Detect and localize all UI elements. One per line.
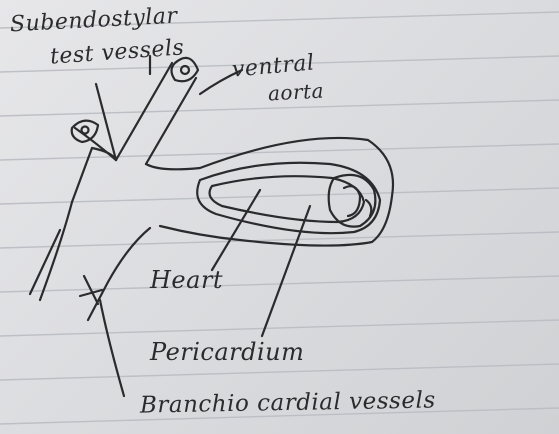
pericardium bbox=[197, 163, 380, 233]
leader-heart bbox=[212, 190, 260, 270]
branchio-vessel bbox=[88, 228, 150, 320]
subendostylar-vessel bbox=[116, 63, 196, 164]
label-branchio-cardial: Branchio cardial vessels bbox=[140, 389, 436, 417]
label-aorta: aorta bbox=[268, 81, 325, 104]
leader-pericardium bbox=[262, 206, 310, 336]
left-vessel bbox=[30, 128, 116, 294]
label-pericardium: Pericardium bbox=[150, 340, 304, 364]
label-heart: Heart bbox=[150, 268, 223, 292]
subendostylar-opening bbox=[172, 58, 199, 81]
left-vessel-opening bbox=[72, 121, 98, 142]
heart-tube bbox=[210, 176, 364, 222]
